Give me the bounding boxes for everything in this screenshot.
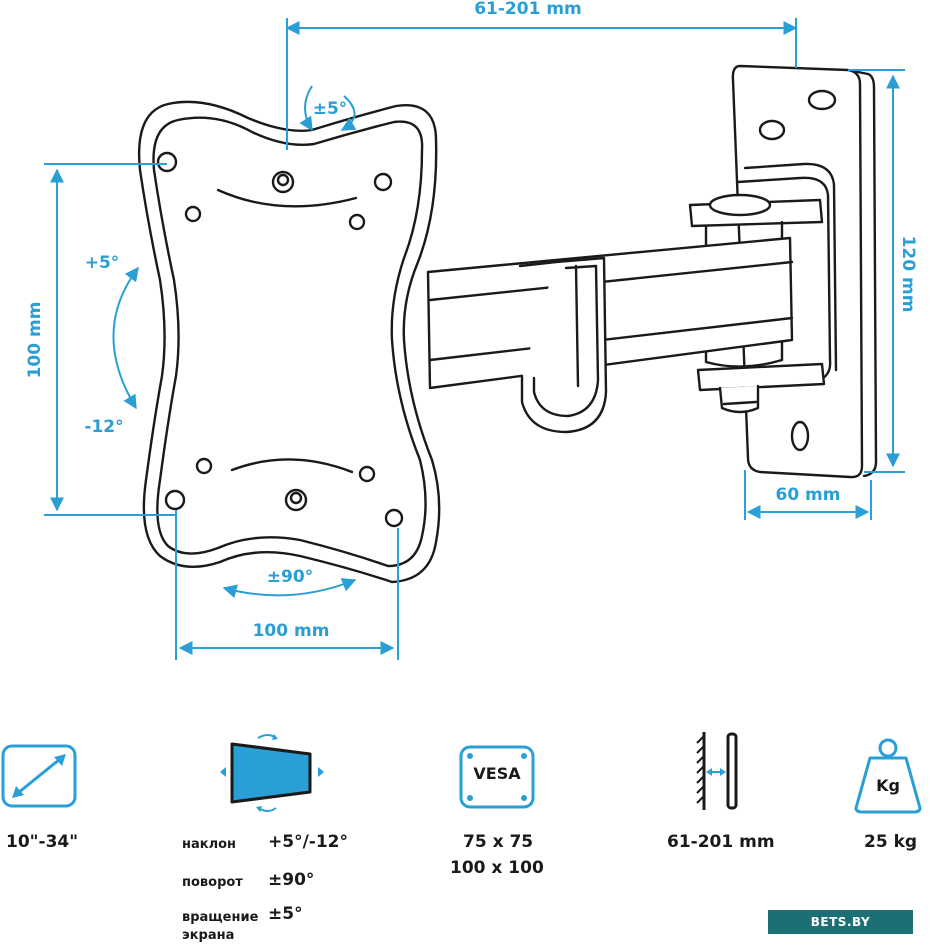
wall-distance-icon — [696, 732, 738, 810]
weight-icon-text: Kg — [876, 776, 900, 795]
screen-size-value: 10"-34" — [6, 832, 79, 852]
swivel-spec-value: ±90° — [268, 870, 315, 890]
vesa-icon-text: VESA — [473, 764, 521, 783]
tilt-down-label: -12° — [84, 417, 123, 437]
dimension-lines — [44, 18, 905, 660]
rotation-spec-label: вращение — [182, 910, 259, 925]
tilt-spec-label: наклон — [182, 837, 237, 852]
vesa-plate — [138, 100, 441, 584]
wall-height-label: 120 mm — [898, 236, 918, 313]
brand-watermark: BETS.BY — [768, 910, 913, 934]
rotation-spec-value: ±5° — [268, 904, 303, 924]
tilt-spec-value: +5°/-12° — [268, 832, 348, 852]
vesa-icon: VESA — [458, 744, 536, 810]
swivel-spec-label: поворот — [182, 875, 243, 890]
cable-clip — [520, 256, 608, 434]
tilt-up-label: +5° — [85, 253, 120, 273]
weight-spec: 25 kg — [864, 832, 918, 852]
rotation-spec-label-2: экрана — [182, 928, 235, 943]
extension-label: 61-201 mm — [474, 0, 582, 19]
plate-height-label: 100 mm — [25, 302, 45, 379]
hinge — [688, 193, 826, 414]
mount-drawing — [138, 64, 878, 584]
diagonal-size-icon — [1, 744, 77, 808]
plate-width-label: 100 mm — [253, 621, 330, 641]
distance-spec: 61-201 mm — [667, 832, 775, 852]
vesa-spec-2: 100 x 100 — [450, 858, 544, 878]
weight-icon: Kg — [852, 736, 924, 814]
tilt-swivel-icon — [220, 734, 324, 812]
vesa-spec-1: 75 x 75 — [463, 832, 534, 852]
wall-width-label: 60 mm — [775, 485, 840, 505]
rotation-label: ±5° — [313, 99, 348, 119]
dimension-labels: 61-201 mm 100 mm 100 mm 120 mm 60 mm +5°… — [25, 0, 918, 641]
swivel-label: ±90° — [267, 567, 313, 587]
